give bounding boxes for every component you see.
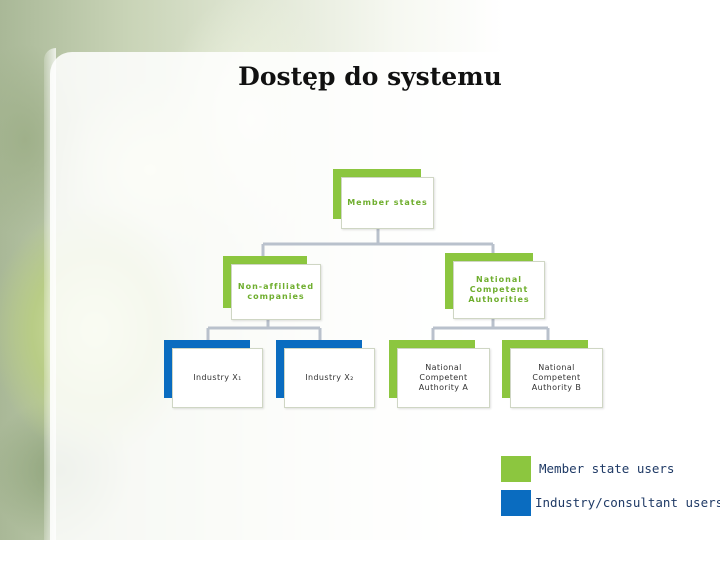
legend-swatch-industry bbox=[501, 490, 531, 516]
node-nca-b: National Competent Authority B bbox=[510, 348, 603, 408]
node-industry-x1: Industry X₁ bbox=[172, 348, 263, 408]
node-non-affiliated-label: Non-affiliated companies bbox=[237, 282, 315, 301]
node-nca-b-label: National Competent Authority B bbox=[531, 363, 582, 392]
legend-label-member-state: Member state users bbox=[539, 461, 675, 476]
node-industry-x2-label: Industry X₂ bbox=[305, 373, 354, 382]
node-industry-x1-label: Industry X₁ bbox=[193, 373, 242, 382]
node-national-competent-authorities: National Competent Authorities bbox=[453, 261, 545, 319]
node-non-affiliated-companies: Non-affiliated companies bbox=[231, 264, 321, 320]
node-member-states: Member states bbox=[341, 177, 434, 229]
legend-label-industry: Industry/consultant users bbox=[535, 495, 720, 510]
node-nca-label: National Competent Authorities bbox=[468, 275, 530, 304]
node-industry-x2: Industry X₂ bbox=[284, 348, 375, 408]
legend-swatch-member-state bbox=[501, 456, 531, 482]
node-member-states-label: Member states bbox=[347, 198, 428, 207]
node-nca-a-label: National Competent Authority A bbox=[418, 363, 469, 392]
slide-title: Dostęp do systemu bbox=[238, 62, 502, 91]
node-nca-a: National Competent Authority A bbox=[397, 348, 490, 408]
